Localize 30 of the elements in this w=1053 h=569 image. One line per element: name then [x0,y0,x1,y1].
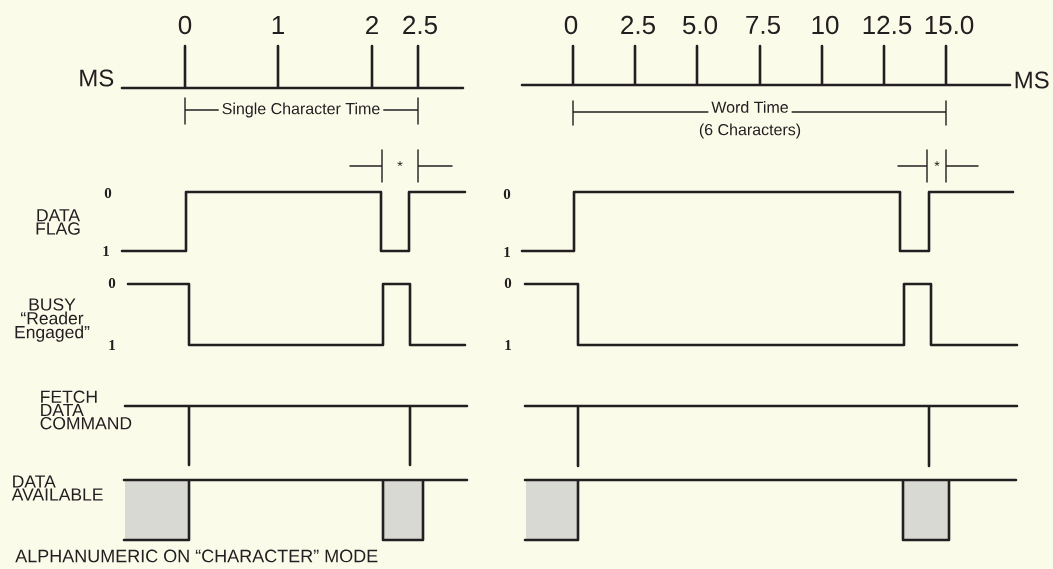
caption: ALPHANUMERIC ON “CHARACTER” MODE [15,549,378,563]
level-label: 0 [104,187,112,199]
axis-unit: MS [80,69,114,87]
tick-label: 2 [366,15,378,35]
level-label: 1 [505,340,511,350]
tick-label: 10 [812,15,839,35]
interval-label: Single Character Time [218,101,384,119]
footnote-mark: * [934,161,940,167]
signal-name: BUSY “Reader Engaged” [15,298,90,342]
tick-label: 1 [272,16,284,34]
level-label: 0 [503,188,511,200]
tick-label: 7.5 [746,15,780,35]
tick-label: 5.0 [682,15,718,35]
level-label: 1 [103,246,109,256]
tick-label: 2.5 [621,15,655,35]
signal-name: DATA AVAILABLE [11,475,103,501]
level-label: 1 [109,340,115,350]
tick-label: 2.5 [403,15,437,35]
level-label: 0 [504,277,512,289]
signal-name: DATA FLAG [36,209,80,235]
footnote-mark: * [397,161,403,167]
tick-label: 0 [564,15,578,35]
level-label: 0 [108,277,116,289]
signal-name: FETCH DATA COMMAND [40,390,132,430]
axis-unit: MS [1015,71,1049,89]
level-label: 1 [504,247,510,257]
interval-label: (6 Characters) [699,123,801,139]
tick-label: 15.0 [925,15,974,35]
tick-label: 12.5 [863,15,912,35]
tick-label: 0 [178,15,192,35]
